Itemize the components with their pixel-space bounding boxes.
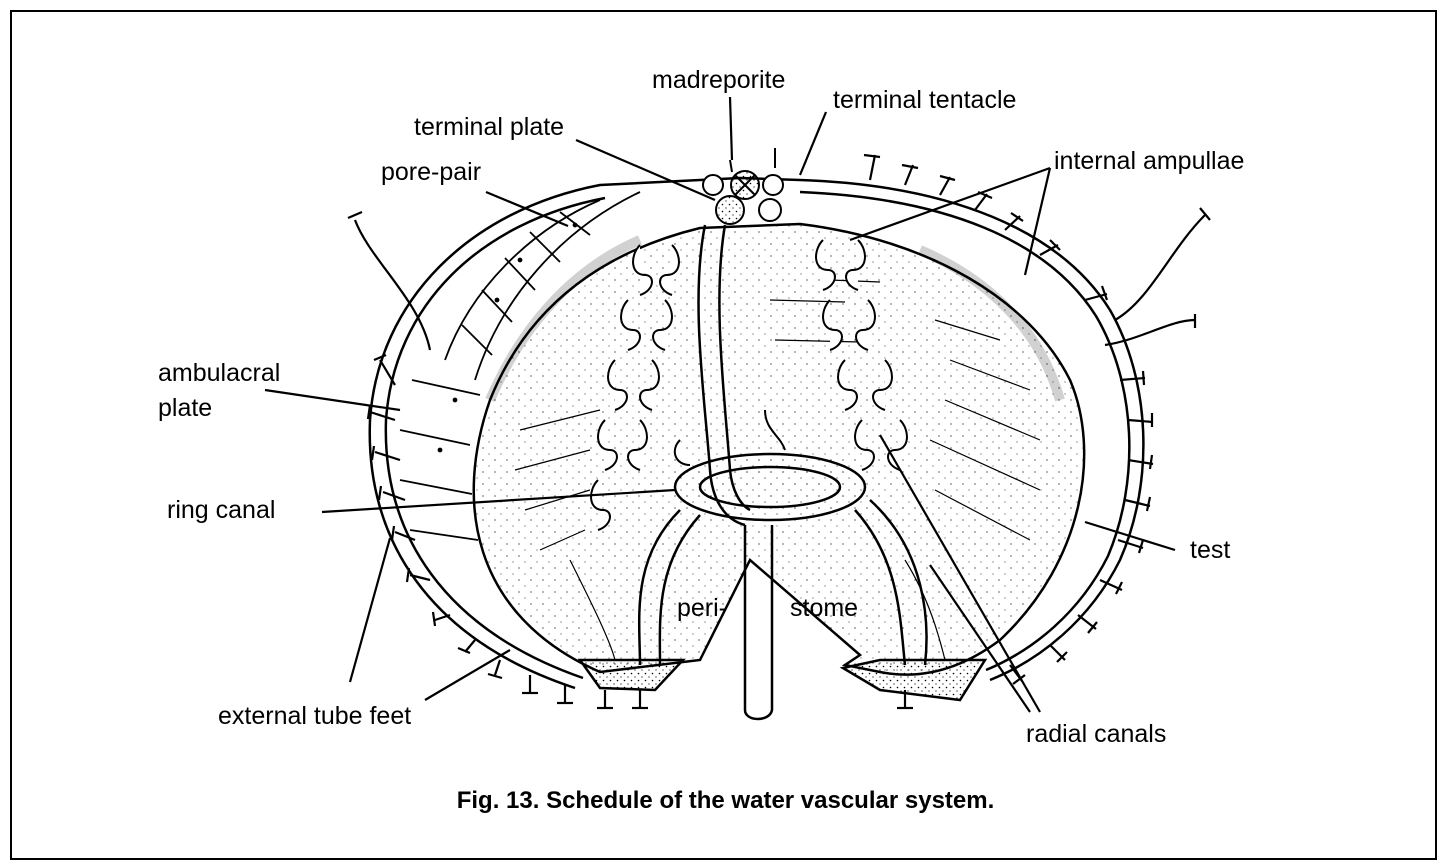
- label-external-tube-feet: external tube feet: [218, 702, 411, 730]
- label-internal-ampullae: internal ampullae: [1054, 147, 1244, 175]
- apical-plates: [703, 148, 783, 224]
- label-madreporite: madreporite: [652, 66, 785, 94]
- label-radial-canals: radial canals: [1026, 720, 1166, 748]
- label-terminal-plate: terminal plate: [414, 113, 564, 141]
- label-ambulacral-plate-line2: plate: [158, 394, 212, 422]
- label-pore-pair: pore-pair: [381, 158, 481, 186]
- label-stome: stome: [790, 594, 858, 622]
- label-terminal-tentacle: terminal tentacle: [833, 86, 1016, 114]
- figure-caption: Fig. 13. Schedule of the water vascular …: [0, 787, 1451, 815]
- test-interior: [474, 224, 1084, 675]
- label-ambulacral-plate-line1: ambulacral: [158, 359, 280, 387]
- label-ring-canal: ring canal: [167, 496, 275, 524]
- label-test: test: [1190, 536, 1230, 564]
- label-peri: peri-: [677, 594, 727, 622]
